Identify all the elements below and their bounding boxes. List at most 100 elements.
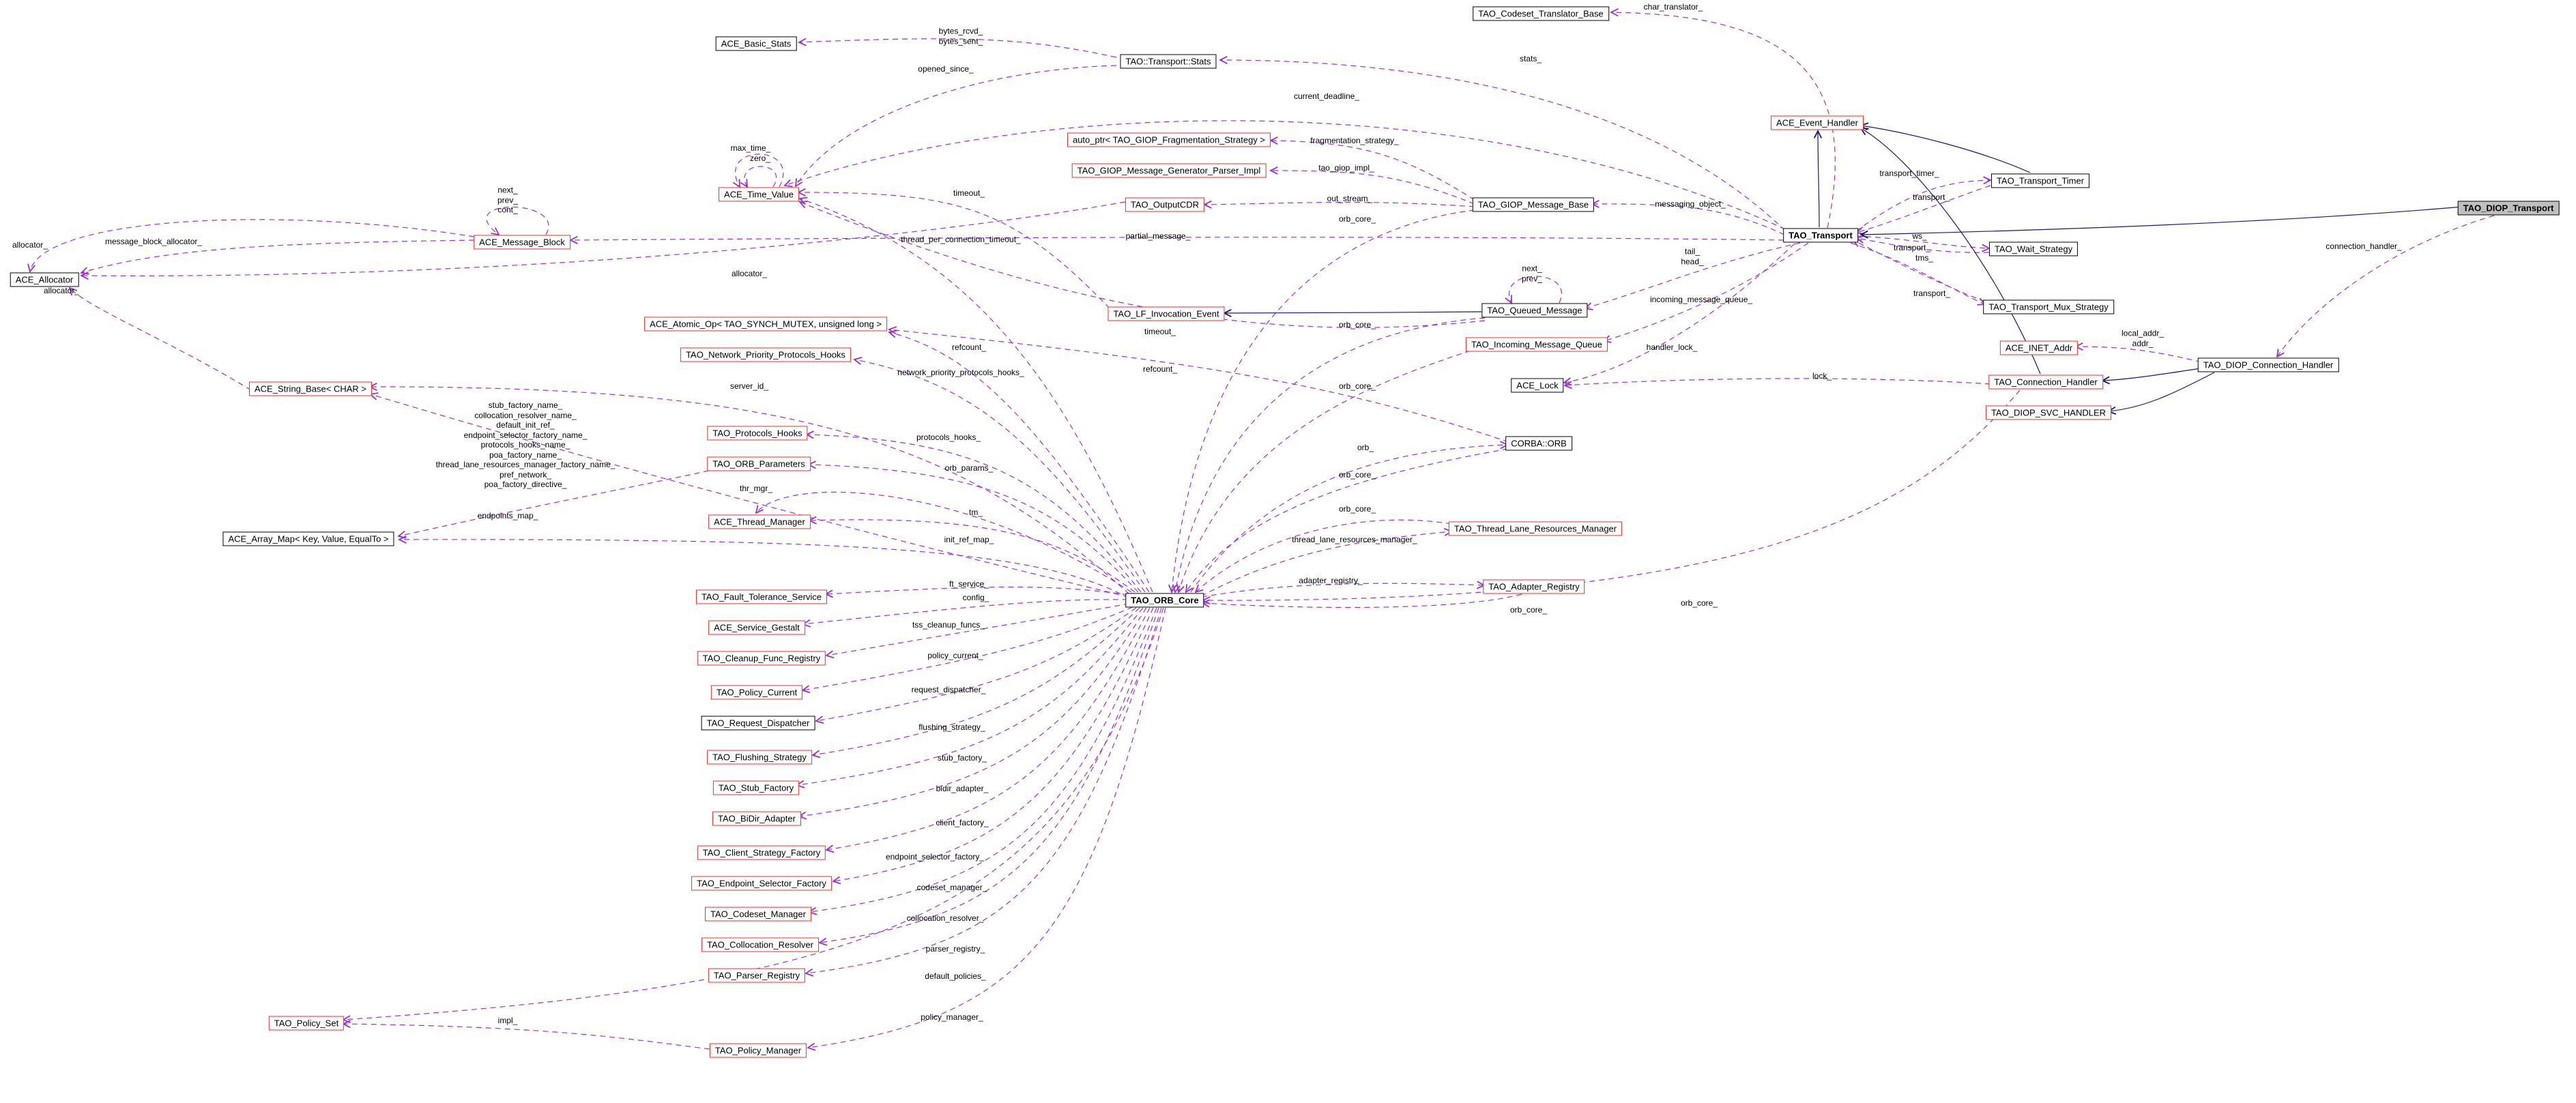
edge-connection-handler-to-orb-core xyxy=(1203,389,2021,600)
edge-label-56: tss_cleanup_funcs_ xyxy=(912,619,985,630)
edge-label-47: orb_core_ xyxy=(1338,503,1376,514)
edge-label-0: char_translator_ xyxy=(1643,1,1703,12)
class-node-ace-time-value[interactable]: ACE_Time_Value xyxy=(719,187,799,202)
class-node-cleanup-func-registry[interactable]: TAO_Cleanup_Func_Registry xyxy=(697,651,826,666)
edge-label-50: thread_lane_resources_manager_ xyxy=(1292,534,1417,544)
edge-label-17: partial_message_ xyxy=(1125,231,1191,241)
class-node-policy-set[interactable]: TAO_Policy_Set xyxy=(268,1016,345,1031)
edge-orb-core-to-stub-factory xyxy=(797,607,1144,785)
class-node-collocation-resolver[interactable]: TAO_Collocation_Resolver xyxy=(701,937,819,952)
class-node-incoming-queue[interactable]: TAO_Incoming_Message_Queue xyxy=(1466,337,1608,352)
edge-orb-core-to-thread-manager xyxy=(809,520,1135,593)
edge-label-8: tao_giop_impl_ xyxy=(1318,162,1374,173)
class-node-mux-strategy[interactable]: TAO_Transport_Mux_Strategy xyxy=(1983,299,2114,314)
class-node-codeset-translator-base[interactable]: TAO_Codeset_Translator_Base xyxy=(1473,6,1609,21)
class-node-array-map[interactable]: ACE_Array_Map< Key, Value, EqualTo > xyxy=(222,531,394,546)
edge-transport-stats-to-ace-time-value xyxy=(796,65,1117,186)
edge-orb-core-to-codeset-manager xyxy=(809,607,1157,912)
edge-connection-handler-to-ace-lock xyxy=(1565,378,1991,385)
edge-label-21: transport_ xyxy=(1893,242,1931,252)
edge-label-43: orb_params_ xyxy=(944,462,994,473)
edge-label-20: ws_ xyxy=(1912,231,1927,241)
edge-orb-core-to-flushing-strategy xyxy=(813,607,1140,755)
edge-label-30: timeout_ xyxy=(1144,326,1176,336)
class-node-ace-event-handler[interactable]: ACE_Event_Handler xyxy=(1771,115,1864,130)
class-node-stub-factory[interactable]: TAO_Stub_Factory xyxy=(712,780,800,795)
class-node-tlrm[interactable]: TAO_Thread_Lane_Resources_Manager xyxy=(1448,521,1623,536)
class-node-orb-parameters[interactable]: TAO_ORB_Parameters xyxy=(707,456,811,471)
edge-orb-core-to-endpoint-selector-factory xyxy=(833,607,1154,881)
class-node-connection-handler[interactable]: TAO_Connection_Handler xyxy=(1988,374,2103,389)
edge-label-66: parser_registry_ xyxy=(925,943,985,954)
edge-orb-core-to-client-strategy-factory xyxy=(826,607,1150,850)
class-node-ace-lock[interactable]: ACE_Lock xyxy=(1511,378,1564,393)
edge-diop-conn-handler-to-connection-handler xyxy=(2102,368,2201,381)
class-node-atomic-op[interactable]: ACE_Atomic_Op< TAO_SYNCH_MUTEX, unsigned… xyxy=(644,317,887,332)
edge-tao-transport-to-incoming-queue xyxy=(1604,242,1809,341)
class-node-diop-svc-handler[interactable]: TAO_DIOP_SVC_HANDLER xyxy=(1985,405,2112,420)
class-node-protocols-hooks[interactable]: TAO_Protocols_Hooks xyxy=(707,426,808,441)
edge-label-27: allocator_ xyxy=(43,285,80,295)
edge-corba-orb-to-orb-core xyxy=(1186,448,1509,592)
edge-label-68: impl_ xyxy=(497,1015,518,1025)
edge-label-12: transport_timer_ xyxy=(1879,168,1939,178)
class-node-corba-orb[interactable]: CORBA::ORB xyxy=(1505,436,1572,451)
class-node-lf-invocation-event[interactable]: TAO_LF_Invocation_Event xyxy=(1108,306,1225,321)
edge-label-65: collocation_resolver_ xyxy=(906,913,984,923)
edge-label-2: stats_ xyxy=(1519,53,1542,63)
edge-orb-core-to-ace-string-base xyxy=(370,387,1130,595)
edge-label-54: ft_service_ xyxy=(949,578,989,589)
class-node-tao-transport[interactable]: TAO_Transport xyxy=(1783,228,1858,243)
class-node-codeset-manager[interactable]: TAO_Codeset_Manager xyxy=(705,907,811,922)
edge-label-33: local_addr_ addr_ xyxy=(2121,328,2165,349)
class-node-ace-basic-stats[interactable]: ACE_Basic_Stats xyxy=(715,36,797,51)
class-node-net-prio-hooks[interactable]: TAO_Network_Priority_Protocols_Hooks xyxy=(680,347,851,362)
class-node-flushing-strategy[interactable]: TAO_Flushing_Strategy xyxy=(707,750,812,765)
edge-label-42: orb_ xyxy=(1357,442,1374,452)
edge-tao-transport-to-wait-strategy xyxy=(1855,235,1989,248)
class-node-ace-message-block[interactable]: ACE_Message_Block xyxy=(474,235,570,250)
class-node-inet-addr[interactable]: ACE_INET_Addr xyxy=(1999,340,2079,355)
class-node-giop-message-base[interactable]: TAO_GIOP_Message_Base xyxy=(1472,197,1595,212)
class-node-endpoint-selector-factory[interactable]: TAO_Endpoint_Selector_Factory xyxy=(691,876,832,891)
class-node-service-gestalt[interactable]: ACE_Service_Gestalt xyxy=(708,620,805,635)
edge-mux-strategy-to-tao-transport xyxy=(1853,240,1986,302)
edge-orb-core-to-ace-time-value xyxy=(800,198,1153,593)
class-node-adapter-registry[interactable]: TAO_Adapter_Registry xyxy=(1483,579,1585,594)
edge-ace-message-block-to-ace-message-block xyxy=(486,207,549,235)
edge-label-53: orb_core_ xyxy=(1680,598,1718,608)
edge-diop-conn-handler-to-diop-svc-handler xyxy=(2109,372,2215,411)
edge-adapter-registry-to-orb-core xyxy=(1202,593,1522,608)
class-node-queued-message[interactable]: TAO_Queued_Message xyxy=(1481,303,1588,318)
class-node-diop-conn-handler[interactable]: TAO_DIOP_Connection_Handler xyxy=(2197,357,2339,372)
class-node-thread-manager[interactable]: ACE_Thread_Manager xyxy=(708,514,811,529)
class-node-parser-registry[interactable]: TAO_Parser_Registry xyxy=(708,968,806,983)
class-node-wait-strategy[interactable]: TAO_Wait_Strategy xyxy=(1988,241,2079,256)
class-node-transport-timer[interactable]: TAO_Transport_Timer xyxy=(1991,173,2090,188)
edge-orb-core-to-parser-registry xyxy=(806,607,1162,973)
edge-tao-outputcdr-to-ace-allocator xyxy=(81,201,1126,276)
edge-label-59: flushing_strategy_ xyxy=(918,722,985,732)
class-node-transport-stats[interactable]: TAO::Transport::Stats xyxy=(1120,54,1217,69)
edge-orb-core-to-protocols-hooks xyxy=(807,435,1142,593)
class-node-client-strategy-factory[interactable]: TAO_Client_Strategy_Factory xyxy=(697,845,826,860)
class-node-diop-transport[interactable]: TAO_DIOP_Transport xyxy=(2457,201,2560,216)
edge-label-44: orb_core_ xyxy=(1338,469,1376,480)
edge-label-46: tm_ xyxy=(968,507,983,517)
class-node-giop-mgp-impl[interactable]: TAO_GIOP_Message_Generator_Parser_Impl xyxy=(1071,163,1267,178)
edge-orb-core-to-policy-set xyxy=(343,607,1164,1020)
class-node-auto-ptr-frag[interactable]: auto_ptr< TAO_GIOP_Fragmentation_Strateg… xyxy=(1067,132,1271,147)
class-node-policy-manager[interactable]: TAO_Policy_Manager xyxy=(709,1043,807,1058)
edge-giop-message-base-to-giop-mgp-impl xyxy=(1271,171,1475,205)
class-node-ace-allocator[interactable]: ACE_Allocator xyxy=(10,272,79,287)
class-node-ft-service[interactable]: TAO_Fault_Tolerance_Service xyxy=(695,589,828,604)
class-node-policy-current[interactable]: TAO_Policy_Current xyxy=(710,685,803,700)
class-node-ace-string-base[interactable]: ACE_String_Base< CHAR > xyxy=(248,381,373,396)
class-node-bidir-adapter[interactable]: TAO_BiDir_Adapter xyxy=(712,811,801,826)
class-node-orb-core[interactable]: TAO_ORB_Core xyxy=(1125,593,1204,608)
edge-giop-message-base-to-auto-ptr-frag xyxy=(1271,141,1475,201)
class-node-request-dispatcher[interactable]: TAO_Request_Dispatcher xyxy=(701,716,815,731)
edge-label-39: server_id_ xyxy=(729,381,769,391)
class-node-tao-outputcdr[interactable]: TAO_OutputCDR xyxy=(1125,197,1205,212)
